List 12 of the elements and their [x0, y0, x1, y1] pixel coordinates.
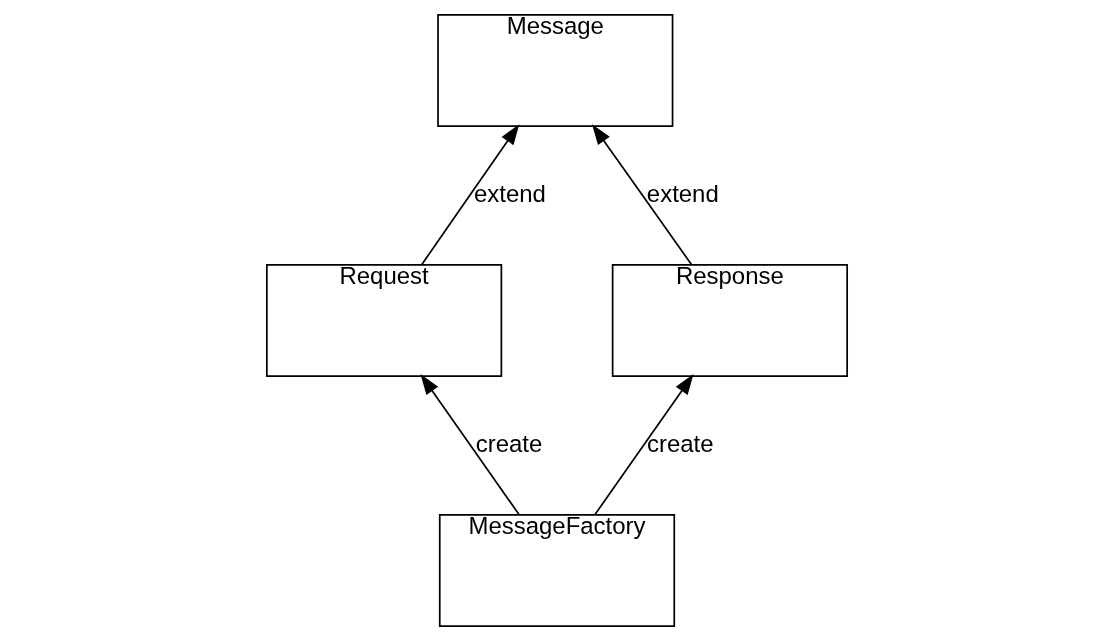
node-box: Request [265, 264, 502, 377]
arrow [591, 124, 692, 266]
node-box: Message [436, 14, 673, 128]
edge-label: extend [473, 179, 546, 207]
arrow [420, 124, 519, 266]
edge-label: create [646, 429, 714, 457]
edge-label: extend [646, 179, 719, 207]
node-box: MessageFactory [438, 513, 675, 627]
arrow [419, 374, 520, 516]
arrow [593, 374, 694, 516]
node-box: Response [611, 264, 848, 377]
edge-label: create [475, 429, 542, 457]
